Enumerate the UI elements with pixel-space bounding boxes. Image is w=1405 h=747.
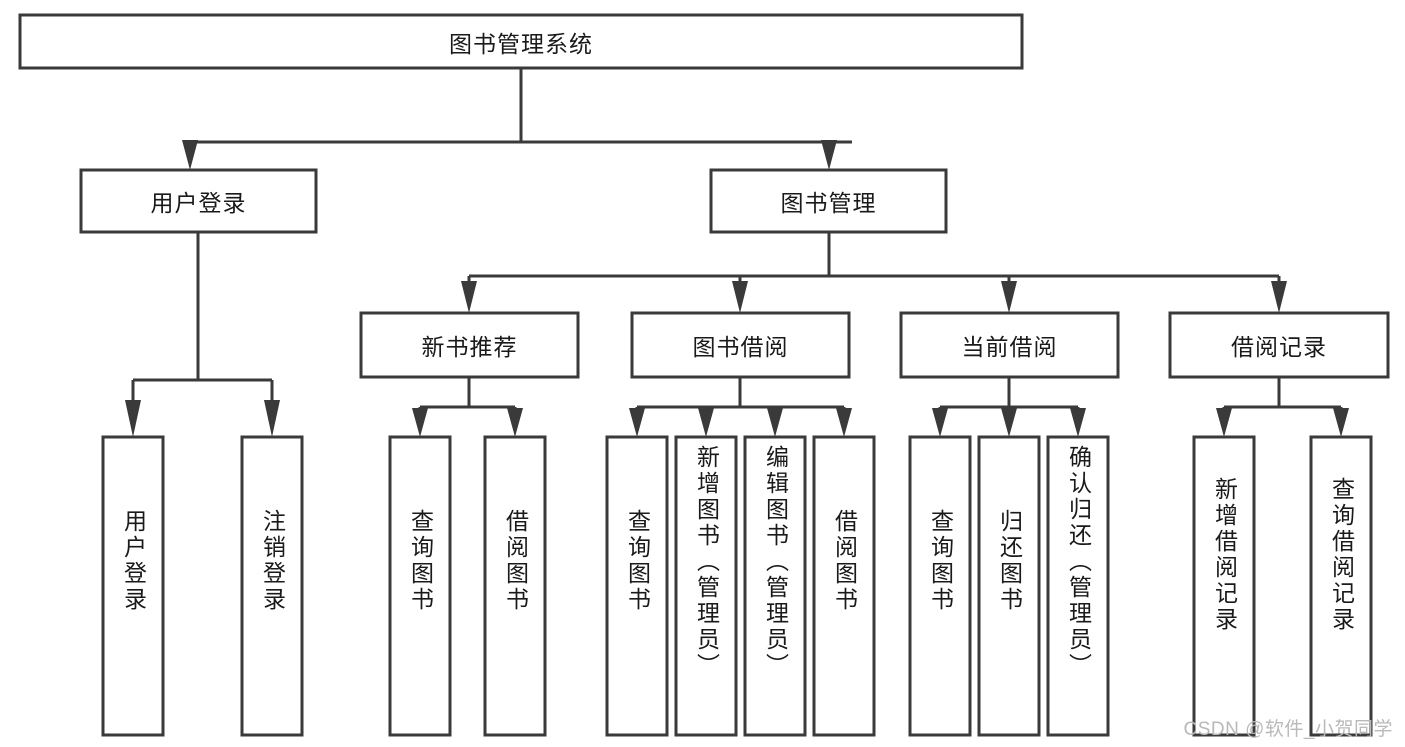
node-box-leaf-borrow-book-2[interactable] [812, 435, 876, 737]
node-box-book-management[interactable] [709, 168, 948, 234]
arrow-head-icon [182, 140, 198, 170]
arrow-head-icon [767, 408, 783, 437]
arrow-head-icon [821, 140, 837, 170]
arrow-head-icon [698, 408, 714, 437]
node-box-user-login[interactable] [79, 168, 318, 234]
node-box-leaf-borrow-book-1[interactable] [483, 435, 547, 737]
node-box-leaf-query-book-2[interactable] [605, 435, 669, 737]
node-box-leaf-confirm-return[interactable] [1046, 435, 1110, 737]
connector-newbook-to-leaves [412, 377, 523, 437]
node-box-leaf-logout-login[interactable] [240, 435, 304, 737]
arrow-head-icon [629, 408, 645, 437]
connector-root-to-level2 [182, 68, 852, 170]
arrow-head-icon [507, 408, 523, 437]
node-box-leaf-edit-book[interactable] [743, 435, 807, 737]
arrow-head-icon [932, 408, 948, 437]
arrow-head-icon [1070, 408, 1086, 437]
node-box-new-book-recommend[interactable] [359, 311, 580, 379]
arrow-head-icon [1333, 408, 1349, 437]
arrow-head-icon [1216, 408, 1232, 437]
node-box-leaf-add-record[interactable] [1192, 435, 1256, 737]
node-box-leaf-user-login[interactable] [101, 435, 165, 737]
arrow-head-icon [125, 400, 141, 437]
node-box-book-borrow[interactable] [630, 311, 851, 379]
csdn-watermark: CSDN @软件_小贺同学 [1183, 719, 1393, 740]
arrow-head-icon [1271, 281, 1287, 313]
arrow-head-icon [412, 408, 428, 437]
node-box-borrow-record[interactable] [1168, 311, 1390, 379]
connector-userlogin-to-leaves [125, 232, 280, 437]
node-box-current-borrow[interactable] [899, 311, 1120, 379]
connector-bookborrow-to-leaves [629, 377, 852, 437]
connector-borrowrecord-to-leaves [1216, 377, 1349, 437]
arrow-head-icon [732, 281, 748, 313]
arrow-head-icon [461, 281, 477, 313]
arrow-head-icon [1001, 281, 1017, 313]
arrow-head-icon [836, 408, 852, 437]
node-box-leaf-add-book[interactable] [674, 435, 738, 737]
connector-bookmgmt-to-level3 [461, 232, 1287, 313]
node-box-leaf-query-book-1[interactable] [388, 435, 452, 737]
arrow-head-icon [264, 400, 280, 437]
connector-currentborrow-to-leaves [932, 377, 1086, 437]
arrow-head-icon [1001, 408, 1017, 437]
node-box-leaf-return-book[interactable] [977, 435, 1041, 737]
node-box-leaf-query-record[interactable] [1309, 435, 1373, 737]
node-box-leaf-query-book-3[interactable] [908, 435, 972, 737]
node-box-root[interactable] [18, 13, 1024, 70]
